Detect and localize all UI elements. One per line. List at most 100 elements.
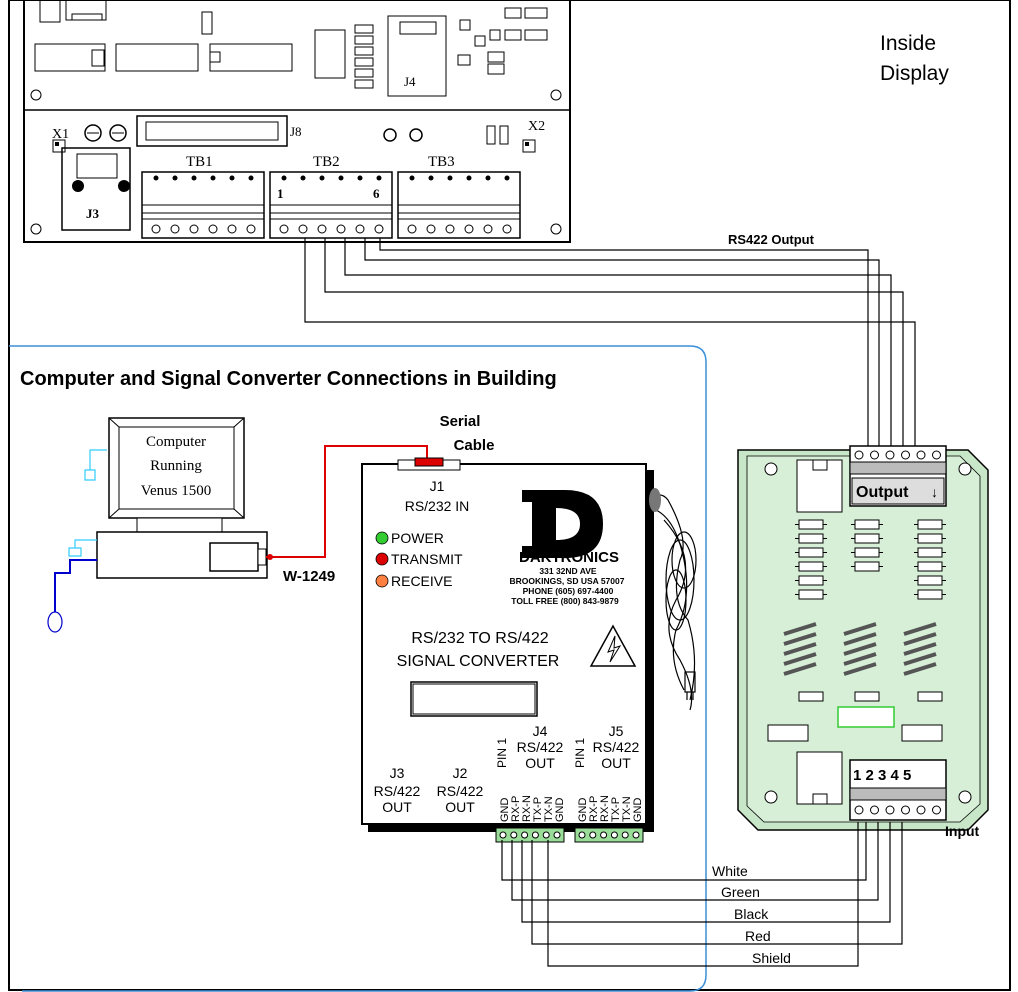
terminal-screw xyxy=(170,224,180,234)
inductor-winding xyxy=(903,622,937,636)
plug-screw xyxy=(600,831,608,839)
inductor-winding xyxy=(903,662,937,676)
output-terminal-arrow: ↓ xyxy=(931,484,938,500)
board-x1-label: X1 xyxy=(52,127,69,142)
output-terminal-label: Output xyxy=(856,484,909,501)
port-j4-name: J4 xyxy=(533,723,548,739)
output-screw xyxy=(854,450,864,460)
pin-label: TX-N xyxy=(621,796,633,822)
signal-converter: J1 RS/232 IN DAKTRONICS 331 32ND AVE BRO… xyxy=(361,457,654,832)
pin-label: GND xyxy=(632,798,644,823)
resistor xyxy=(917,519,943,530)
board-tb2-label: TB2 xyxy=(313,154,340,170)
terminal-pin-dot xyxy=(504,175,510,181)
terminal-pin-dot xyxy=(191,175,197,181)
receive-led-label: RECEIVE xyxy=(391,573,452,589)
inductor-array xyxy=(783,622,937,676)
terminal-pin-dot xyxy=(153,175,159,181)
terminal-pin-dot xyxy=(281,175,287,181)
terminal-pin-dot xyxy=(248,175,254,181)
converter-address-line1: 331 32ND AVE xyxy=(539,566,596,576)
input-screw xyxy=(916,805,926,815)
port-j5-type: RS/422 xyxy=(593,739,640,755)
resistor xyxy=(798,533,824,544)
terminal-board: Output ↓ 1 2 3 4 5 xyxy=(737,445,989,831)
terminal-pin-dot xyxy=(319,175,325,181)
pin-label: RX-N xyxy=(521,795,533,822)
wire-label-black: Black xyxy=(734,906,769,922)
resistor xyxy=(798,691,824,702)
pin-label: GND xyxy=(577,798,589,823)
output-screw xyxy=(870,450,879,460)
terminal-pin-dot xyxy=(172,175,178,181)
plug-screw xyxy=(531,831,539,839)
port-j3-name: J3 xyxy=(390,765,405,781)
output-terminal-screws xyxy=(854,450,941,460)
board-j8-label: J8 xyxy=(290,124,302,139)
converter-product-line1: RS/232 TO RS/422 xyxy=(411,630,548,647)
resistor xyxy=(798,547,824,558)
resistor xyxy=(917,589,943,600)
converter-j4-output-terminal xyxy=(495,827,565,843)
output-screw xyxy=(901,450,910,460)
peripheral-cables xyxy=(47,449,107,633)
inductor-winding xyxy=(843,662,877,676)
resistor xyxy=(854,519,880,530)
terminal-block-rail xyxy=(269,212,393,220)
input-screw xyxy=(854,805,864,815)
wire-label-shield: Shield xyxy=(752,950,791,966)
pin-label: RX-N xyxy=(599,795,611,822)
board-j4-label: J4 xyxy=(404,74,416,89)
inside-display-title-line2: Display xyxy=(880,62,949,85)
port-j4-direction: OUT xyxy=(525,755,555,771)
input-screw xyxy=(901,805,910,815)
terminal-pin-dot xyxy=(229,175,235,181)
terminal-screw xyxy=(227,224,237,234)
output-screw xyxy=(885,450,895,460)
terminal-screw xyxy=(483,224,493,234)
terminal-screw xyxy=(336,224,346,234)
inductor-winding xyxy=(903,642,937,656)
converter-brand: DAKTRONICS xyxy=(519,549,619,566)
pin-label: TX-P xyxy=(532,797,544,822)
resistor-array xyxy=(795,519,946,702)
high-voltage-warning-icon xyxy=(589,624,637,667)
terminal-pin-dot xyxy=(376,175,382,181)
input-terminal-label: Input xyxy=(945,823,980,839)
cable-w1249-label: W-1249 xyxy=(283,568,335,585)
converter-j5-output-terminal xyxy=(574,827,644,843)
board-j3-label: J3 xyxy=(86,206,100,221)
input-terminal-screws xyxy=(854,805,941,815)
computer-screen-line1: Computer xyxy=(146,434,206,450)
plug-screw xyxy=(510,831,518,839)
inductor-winding xyxy=(843,622,877,636)
plug-screw xyxy=(578,831,586,839)
power-cord-strain-relief xyxy=(649,488,661,512)
pin-label: RX-P xyxy=(588,796,600,822)
terminal-screw xyxy=(151,224,161,234)
inside-display-title-line1: Inside xyxy=(880,32,936,55)
converter-j1-label: J1 xyxy=(430,478,445,494)
receive-led xyxy=(375,574,389,588)
port-j3-direction: OUT xyxy=(382,799,412,815)
inductor-winding xyxy=(783,632,817,646)
inductor-winding xyxy=(903,652,937,666)
terminal-screw xyxy=(279,224,289,234)
terminal-screw xyxy=(445,224,455,234)
port-j2-type: RS/422 xyxy=(437,783,484,799)
terminal-block-rail xyxy=(397,212,521,220)
plug-screw xyxy=(553,831,561,839)
port-j5-pin1-label: PIN 1 xyxy=(573,738,587,768)
terminal-blocks xyxy=(141,171,521,239)
computer-screen-line3: Venus 1500 xyxy=(141,483,211,499)
power-cord xyxy=(651,494,697,711)
port-j4-pin1-label: PIN 1 xyxy=(495,738,509,768)
resistor xyxy=(798,561,824,572)
board-tb1-label: TB1 xyxy=(186,154,213,170)
plug-screw xyxy=(589,831,597,839)
daktronics-logo-icon xyxy=(522,490,603,558)
port-j2-direction: OUT xyxy=(445,799,475,815)
building-title: Computer and Signal Converter Connection… xyxy=(20,368,557,390)
converter-address-line2: BROOKINGS, SD USA 57007 xyxy=(510,576,625,586)
resistor xyxy=(917,575,943,586)
